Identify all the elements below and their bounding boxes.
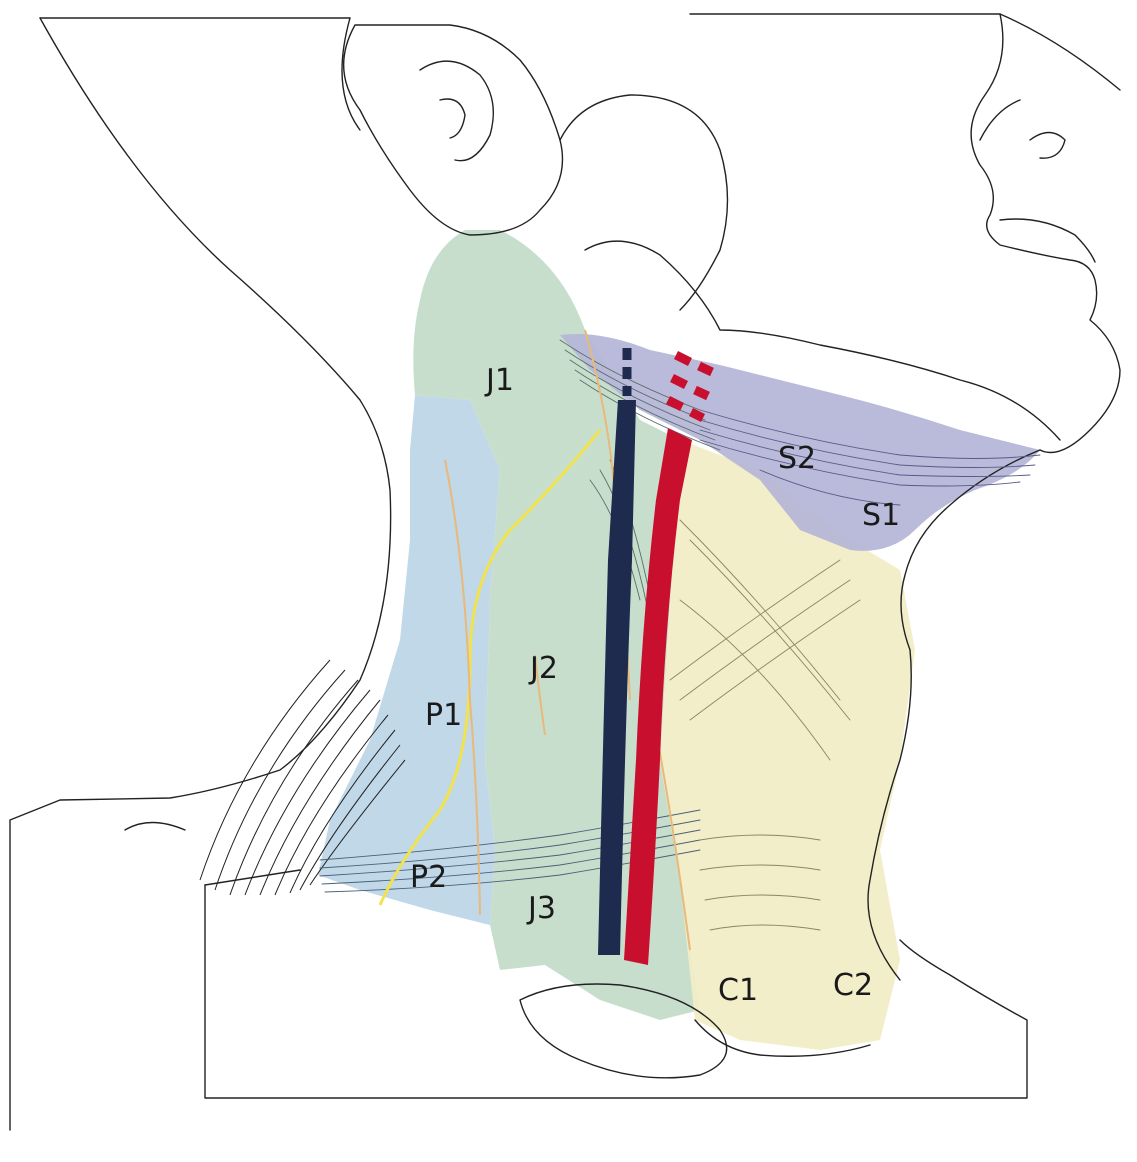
label-c1: C1 xyxy=(718,973,758,1008)
lip-line xyxy=(1030,133,1065,159)
label-j3: J3 xyxy=(526,891,556,926)
face-profile xyxy=(971,14,1120,453)
nose-line xyxy=(980,100,1020,140)
frame-top-right xyxy=(690,14,1120,90)
label-j2: J2 xyxy=(528,651,558,686)
label-s1: S1 xyxy=(862,498,900,533)
label-s2: S2 xyxy=(778,441,816,476)
ear-inner xyxy=(420,61,493,161)
ear xyxy=(344,25,563,235)
mandible xyxy=(560,95,728,310)
label-p1: P1 xyxy=(425,698,462,733)
label-c2: C2 xyxy=(833,968,873,1003)
label-p2: P2 xyxy=(410,860,447,895)
ear-inner-2 xyxy=(440,99,465,138)
label-j1: J1 xyxy=(484,363,514,398)
shoulder-curve xyxy=(125,823,185,831)
posterior-neck-contour xyxy=(10,18,391,1130)
